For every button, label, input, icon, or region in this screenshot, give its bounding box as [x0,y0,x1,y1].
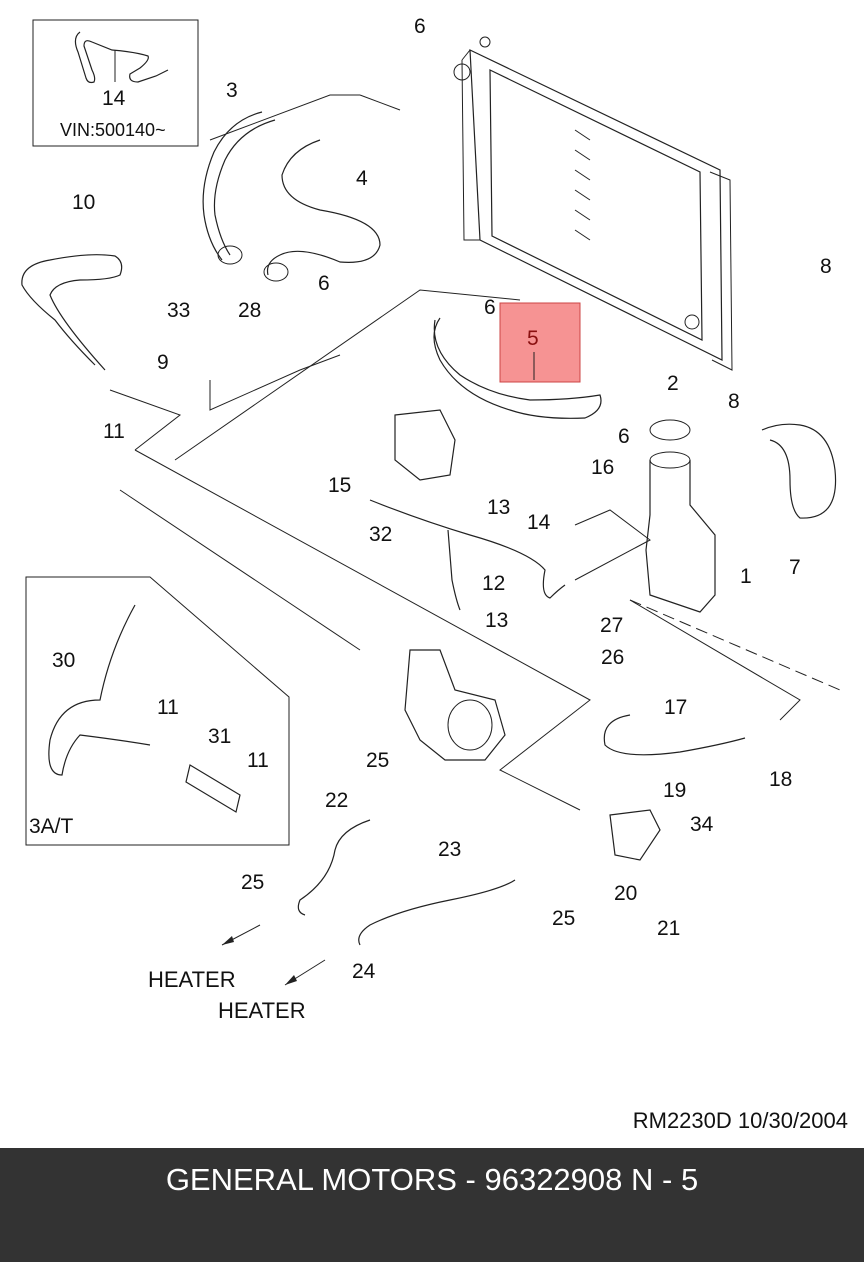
callout-12: 12 [482,572,505,595]
hose-31 [185,764,241,813]
outline-lines [109,94,801,811]
highlight-box-5 [499,302,581,383]
callout-2: 2 [667,372,679,395]
callout-28: 28 [238,299,261,322]
throttle-body [394,409,456,481]
inset-at-box: 3A/T [25,576,290,846]
water-pump [404,649,506,761]
callout-26: 26 [601,646,624,669]
callout-8b: 8 [728,390,740,413]
callout-20: 20 [614,882,637,905]
callout-8a: 8 [820,255,832,278]
callout-11b: 11 [157,696,179,719]
thermostat-housing [609,809,661,861]
callout-27: 27 [600,614,623,637]
vin-note: VIN:500140~ [60,120,166,140]
footer-bar: GENERAL MOTORS - 96322908 N - 5 [0,1148,864,1262]
callout-21: 21 [657,917,680,940]
callout-33: 33 [167,299,190,322]
callout-16: 16 [591,456,614,479]
hose-3 [213,119,276,256]
callout-25b: 25 [241,871,264,894]
heater-label-2: HEATER [218,998,306,1023]
hose-14 [369,499,566,599]
callout-23: 23 [438,838,461,861]
inset-vin-box: 14 VIN:500140~ [32,19,199,147]
reference-code: RM2230D 10/30/2004 [632,1108,848,1133]
callout-32: 32 [369,523,392,546]
callout-22: 22 [325,789,348,812]
callout-18: 18 [769,768,792,791]
callout-6b: 6 [318,272,330,295]
callout-17: 17 [664,696,687,719]
hose-5 [433,317,602,419]
parts-diagram: 14 VIN:500140~ [21,15,841,1023]
callout-30: 30 [52,649,75,672]
callout-7: 7 [789,556,801,579]
hose-7 [761,423,837,519]
reservoir [645,419,716,613]
heater-label-1: HEATER [148,967,236,992]
callout-25c: 25 [552,907,575,930]
hose-23 [358,879,516,946]
hose-12 [447,529,461,611]
callout-34: 34 [690,813,714,836]
callout-31: 31 [208,725,231,748]
radiator [453,36,733,371]
callout-11c: 11 [247,749,269,772]
callout-9: 9 [157,351,169,374]
hose-17 [603,714,746,756]
callout-6a: 6 [414,15,426,38]
callout-14-inset: 14 [102,87,126,110]
callout-3: 3 [226,79,238,102]
callout-6c: 6 [484,296,496,319]
callout-1: 1 [740,565,752,588]
callout-15: 15 [328,474,351,497]
callout-6d: 6 [618,425,630,448]
hose-10 [21,254,123,371]
footer-title: GENERAL MOTORS - 96322908 N - 5 [165,1162,699,1197]
callout-24: 24 [352,960,376,983]
callouts: 1 2 3 4 5 6 6 6 6 7 8 8 9 10 11 11 11 12… [52,15,832,983]
heater-arrows [221,924,326,986]
callout-10: 10 [72,191,95,214]
callout-19: 19 [663,779,686,802]
callout-5: 5 [527,327,539,350]
callout-11a: 11 [103,420,125,443]
callout-13a: 13 [487,496,510,519]
at-note: 3A/T [29,815,74,838]
hose-4 [266,139,381,276]
callout-4: 4 [356,167,368,190]
callout-25a: 25 [366,749,389,772]
callout-13b: 13 [485,609,508,632]
callout-14: 14 [527,511,551,534]
hose-22 [297,819,371,916]
